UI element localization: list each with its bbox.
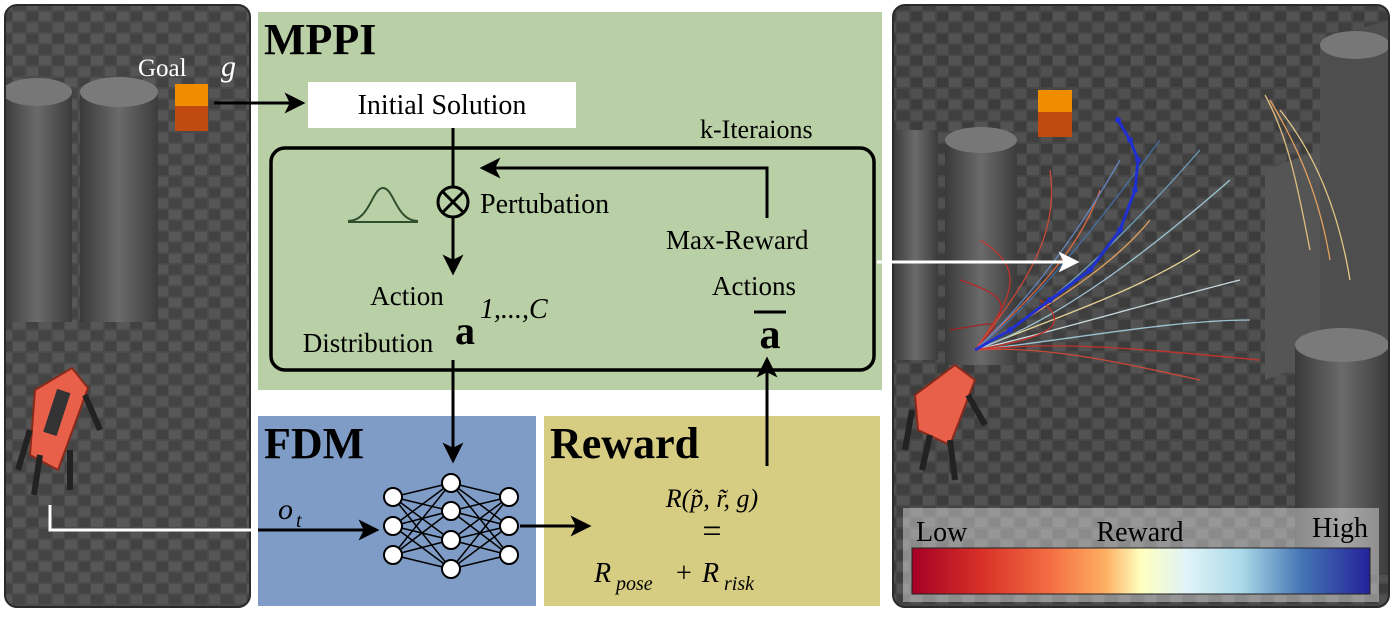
initial-solution-box (308, 82, 576, 128)
action-symbol: a (455, 308, 475, 353)
distribution-label: Distribution (303, 328, 434, 358)
mppi-box (258, 12, 882, 390)
k-iterations-label: k-Iteraions (700, 115, 813, 144)
best-path-points (1007, 117, 1141, 333)
observation-subscript: t (296, 510, 302, 532)
reward-legend: Low Reward High (903, 508, 1379, 602)
abar-symbol: a (760, 312, 781, 358)
feedback-loop-arrow (479, 157, 769, 218)
right-scene-panel (893, 5, 1389, 607)
cylinder-obstacle-1 (893, 130, 938, 360)
goal-marker-right-base (1038, 112, 1072, 137)
actions-label: Actions (712, 271, 796, 301)
legend-mid-label: Reward (1096, 517, 1183, 548)
cylinder-obstacle-left (5, 78, 72, 322)
left-panel-border (4, 4, 251, 608)
goal-label: Goal (138, 55, 187, 82)
reward-term-pose: R (593, 558, 611, 589)
right-panel-border (892, 4, 1390, 608)
iteration-loop-box (269, 146, 876, 372)
gaussian-distribution-icon (347, 186, 419, 223)
legend-high-label: High (1312, 513, 1368, 544)
action-superscript: 1,...,C (480, 294, 548, 325)
cylinder-obstacle-2 (945, 127, 1017, 365)
reward-term-pose-sub: pose (614, 573, 653, 595)
perturbation-label: Pertubation (480, 189, 609, 220)
reward-title: Reward (550, 419, 699, 468)
goal-symbol: g (221, 50, 236, 83)
reward-term-risk: R (701, 558, 719, 589)
legend-low-label: Low (916, 517, 968, 548)
reward-box (544, 416, 880, 606)
initial-solution-label: Initial Solution (358, 90, 527, 121)
goal-marker-icon (175, 84, 208, 131)
cylinder-obstacle-right (80, 77, 158, 322)
reward-term-risk-sub: risk (724, 573, 755, 595)
reward-plus: + (676, 558, 692, 589)
cylinder-obstacle-3 (1295, 328, 1389, 575)
fdm-title: FDM (264, 419, 364, 468)
observation-symbol: o (278, 493, 293, 526)
reward-formula-line1: R(p̃, r̃, g) (665, 484, 758, 513)
action-label: Action (370, 281, 444, 311)
mppi-title: MPPI (264, 15, 376, 64)
robot-right-icon (902, 363, 988, 481)
robot-icon (15, 366, 103, 496)
neural-network-icon (383, 473, 519, 579)
goal-marker-right-icon (1038, 90, 1072, 112)
left-scene-panel (5, 5, 250, 607)
reward-formula-equals: = (702, 513, 721, 550)
wall-obstacle-right (1265, 20, 1389, 380)
max-reward-label: Max-Reward (666, 225, 809, 255)
